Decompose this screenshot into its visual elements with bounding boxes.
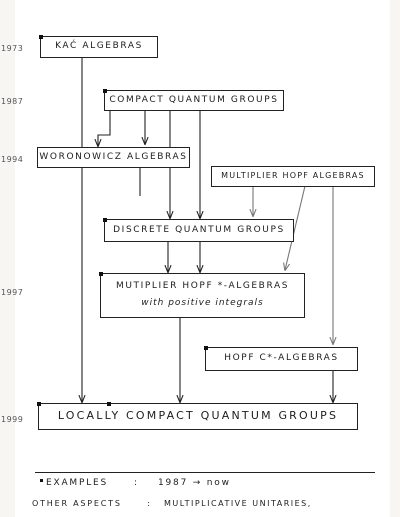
woronowicz-algebras-label: WORONOWICZ ALGEBRAS	[39, 152, 188, 162]
corner-mark	[103, 89, 107, 93]
box-kac-algebras: KAĆ ALGEBRAS	[39, 35, 158, 58]
example-marker	[40, 479, 43, 482]
box-hopf-c-star-algebras: HOPF C*-ALGEBRAS	[204, 346, 358, 371]
compact-quantum-groups-label: COMPACT QUANTUM GROUPS	[109, 95, 279, 105]
corner-mark	[107, 402, 111, 406]
kac-algebras-label: KAĆ ALGEBRAS	[55, 41, 143, 51]
paper-sheet	[15, 0, 390, 517]
arrow-multiplier-to-mhstar	[285, 185, 306, 270]
examples-separator: :	[134, 478, 139, 488]
locally-compact-quantum-groups-label: LOCALLY COMPACT QUANTUM GROUPS	[57, 409, 339, 422]
corner-mark	[103, 218, 107, 222]
corner-mark	[204, 346, 208, 350]
corner-mark	[99, 272, 103, 276]
year-label-1973: 1973	[1, 44, 24, 53]
multiplier-hopf-algebras-label: MULTIPLIER HOPF ALGEBRAS	[221, 171, 365, 180]
box-woronowicz-algebras: WORONOWICZ ALGEBRAS	[37, 147, 190, 168]
year-label-1997: 1997	[1, 288, 24, 297]
box-multiplier-hopf-star-algebras: MUTIPLIER HOPF *-ALGEBRAS with positive …	[99, 272, 305, 318]
corner-mark	[39, 35, 43, 39]
examples-label: EXAMPLES	[46, 478, 109, 488]
corner-mark	[37, 402, 41, 406]
year-label-1987: 1987	[1, 97, 24, 106]
year-label-1994: 1994	[1, 155, 24, 164]
box-multiplier-hopf-algebras: MULTIPLIER HOPF ALGEBRAS	[211, 166, 375, 187]
box-compact-quantum-groups: COMPACT QUANTUM GROUPS	[103, 89, 284, 111]
box-locally-compact-quantum-groups: LOCALLY COMPACT QUANTUM GROUPS	[37, 402, 358, 430]
footer-rule	[35, 472, 375, 474]
arrow-compact-to-woronowicz	[98, 110, 111, 146]
other-aspects-label: OTHER ASPECTS	[32, 499, 122, 508]
other-aspects-separator: :	[147, 499, 152, 508]
multiplier-hopf-star-line2: with positive integrals	[141, 298, 264, 308]
hopf-c-star-algebras-label: HOPF C*-ALGEBRAS	[224, 353, 339, 363]
discrete-quantum-groups-label: DISCRETE QUANTUM GROUPS	[113, 225, 285, 235]
examples-value: 1987 → now	[158, 478, 231, 488]
multiplier-hopf-star-line1: MUTIPLIER HOPF *-ALGEBRAS	[115, 281, 290, 291]
box-discrete-quantum-groups: DISCRETE QUANTUM GROUPS	[103, 218, 294, 242]
other-aspects-value: MULTIPLICATIVE UNITARIES,	[164, 499, 312, 508]
year-label-1999: 1999	[1, 415, 24, 424]
